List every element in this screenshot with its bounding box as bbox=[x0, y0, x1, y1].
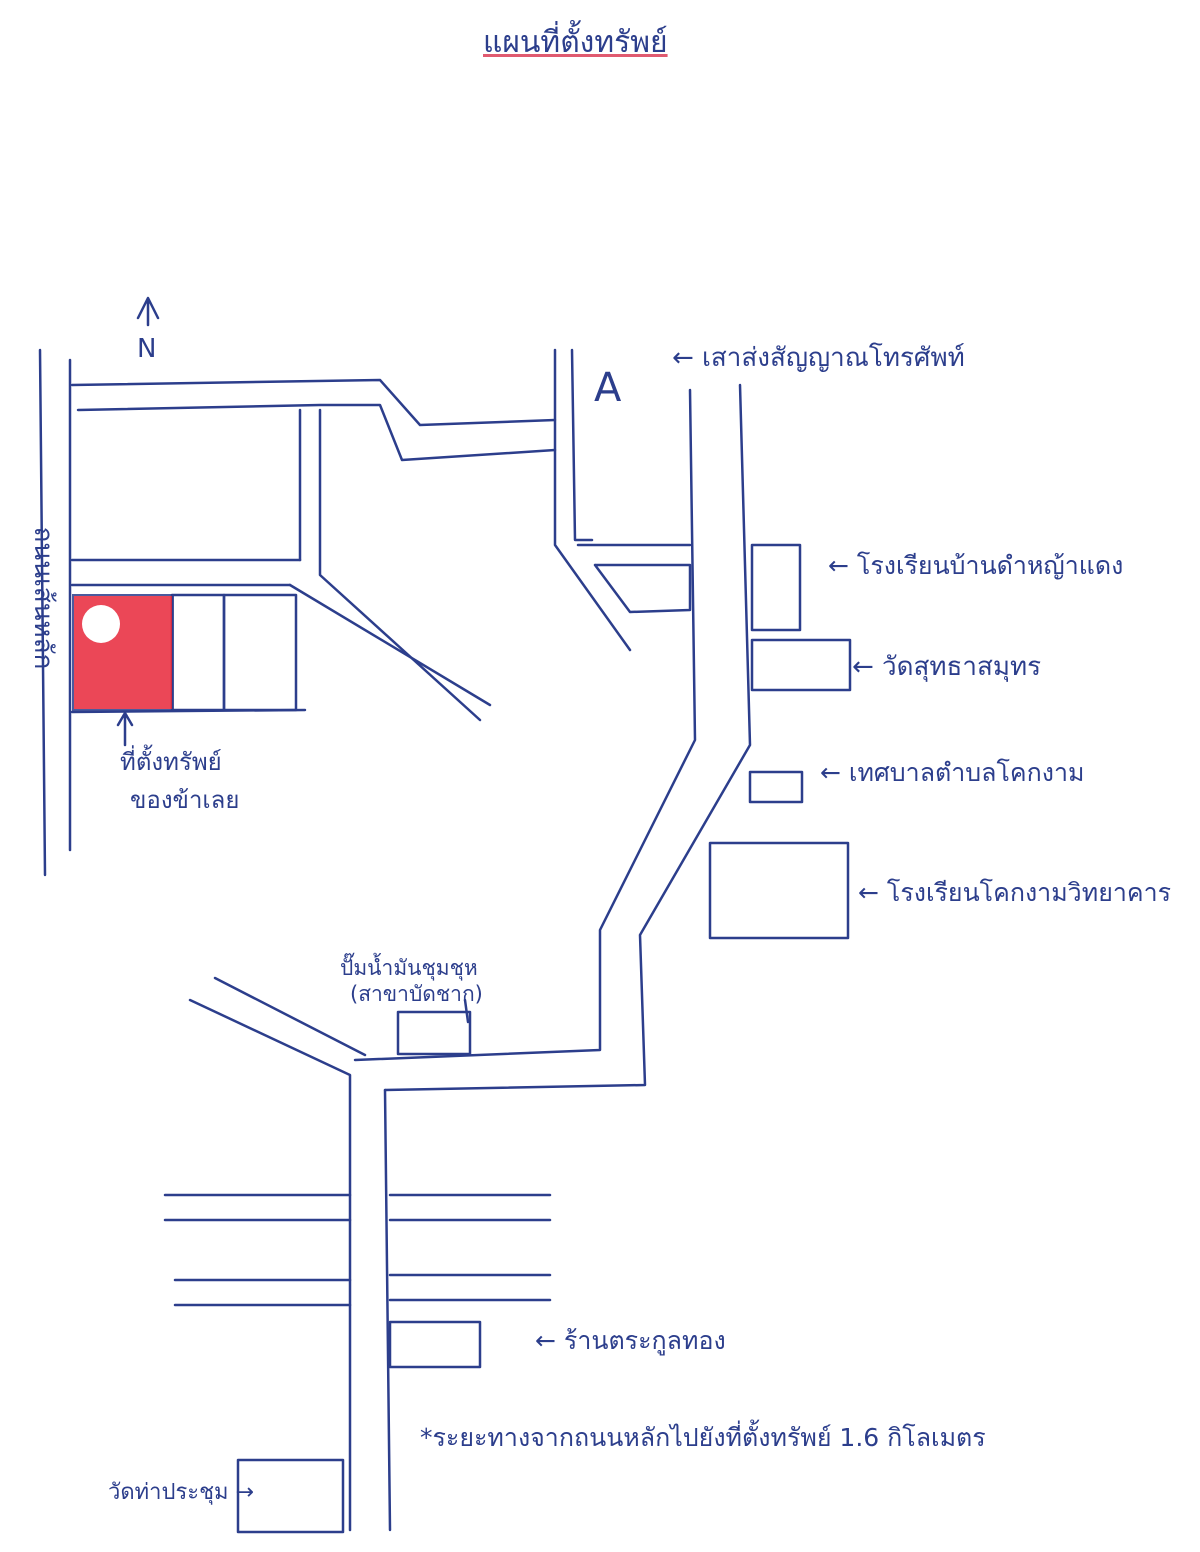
property-label-line1: ที่ตั้งทรัพย์ bbox=[120, 748, 222, 776]
property-bottom-line bbox=[70, 708, 307, 714]
school-2-label: ← โรงเรียนโคกงามวิทยาคาร bbox=[858, 878, 1172, 907]
gold-shop-label: ← ร้านตระกูลทอง bbox=[535, 1326, 726, 1355]
temple-2-building bbox=[236, 1458, 345, 1534]
road-top-north-edge bbox=[70, 378, 557, 427]
road-tower-west bbox=[553, 348, 632, 652]
distance-note: *ระยะทางจากถนนหลักไปยังที่ตั้งทรัพย์ 1.6… bbox=[420, 1423, 986, 1452]
central-road-east bbox=[383, 383, 752, 1092]
sw-road-south-edge bbox=[188, 998, 352, 1532]
tower-marker: A bbox=[594, 365, 622, 411]
block-plot-1 bbox=[170, 593, 226, 712]
main-road-left-edge bbox=[38, 348, 47, 877]
central-road-west bbox=[353, 388, 697, 1062]
north-arrow bbox=[136, 296, 160, 327]
telephone-tower-label: ← เสาส่งสัญญาณโทรศัพท์ bbox=[672, 343, 965, 373]
main-road-label: ถนนเส้นหลัก bbox=[28, 526, 58, 670]
temple-2-label: วัดท่าประชุม → bbox=[108, 1480, 254, 1505]
temple-1-building bbox=[750, 638, 852, 692]
gold-shop-building bbox=[388, 1320, 482, 1369]
municipality-building bbox=[748, 770, 804, 804]
south-road-east-edge bbox=[383, 1088, 392, 1532]
temple-1-label: ← วัดสุทธาสมุทร bbox=[852, 652, 1042, 682]
school-2-building bbox=[708, 841, 850, 940]
municipality-label: ← เทศบาลตำบลโคกงาม bbox=[820, 758, 1085, 787]
block-plot-2 bbox=[222, 593, 298, 712]
property-plot bbox=[72, 594, 174, 711]
gas-pointer-arrow bbox=[463, 998, 470, 1024]
sw-road-north-edge bbox=[213, 976, 367, 1057]
page-title: แผนที่ตั้งทรัพย์ bbox=[483, 25, 668, 60]
road-top-south-edge bbox=[76, 403, 557, 462]
property-marker bbox=[82, 605, 120, 643]
diag-road-west bbox=[318, 408, 482, 722]
school-1-label: ← โรงเรียนบ้านดำหญ้าแดง bbox=[828, 551, 1124, 580]
diag-road-east bbox=[288, 583, 492, 707]
gas-station-building bbox=[396, 1010, 472, 1056]
property-pointer-arrow bbox=[116, 711, 134, 747]
gas-station-label-line2: (สาขาบัดชาก) bbox=[350, 982, 483, 1006]
north-label: N bbox=[137, 334, 157, 364]
junction-tower-block bbox=[576, 543, 692, 614]
school-1-building bbox=[750, 543, 802, 632]
gas-station-label-line1: ปั๊มน้ำมันชุมชุห bbox=[340, 956, 478, 980]
road-tower-east bbox=[570, 348, 594, 542]
property-label-line2: ของข้าเลย bbox=[130, 786, 240, 814]
